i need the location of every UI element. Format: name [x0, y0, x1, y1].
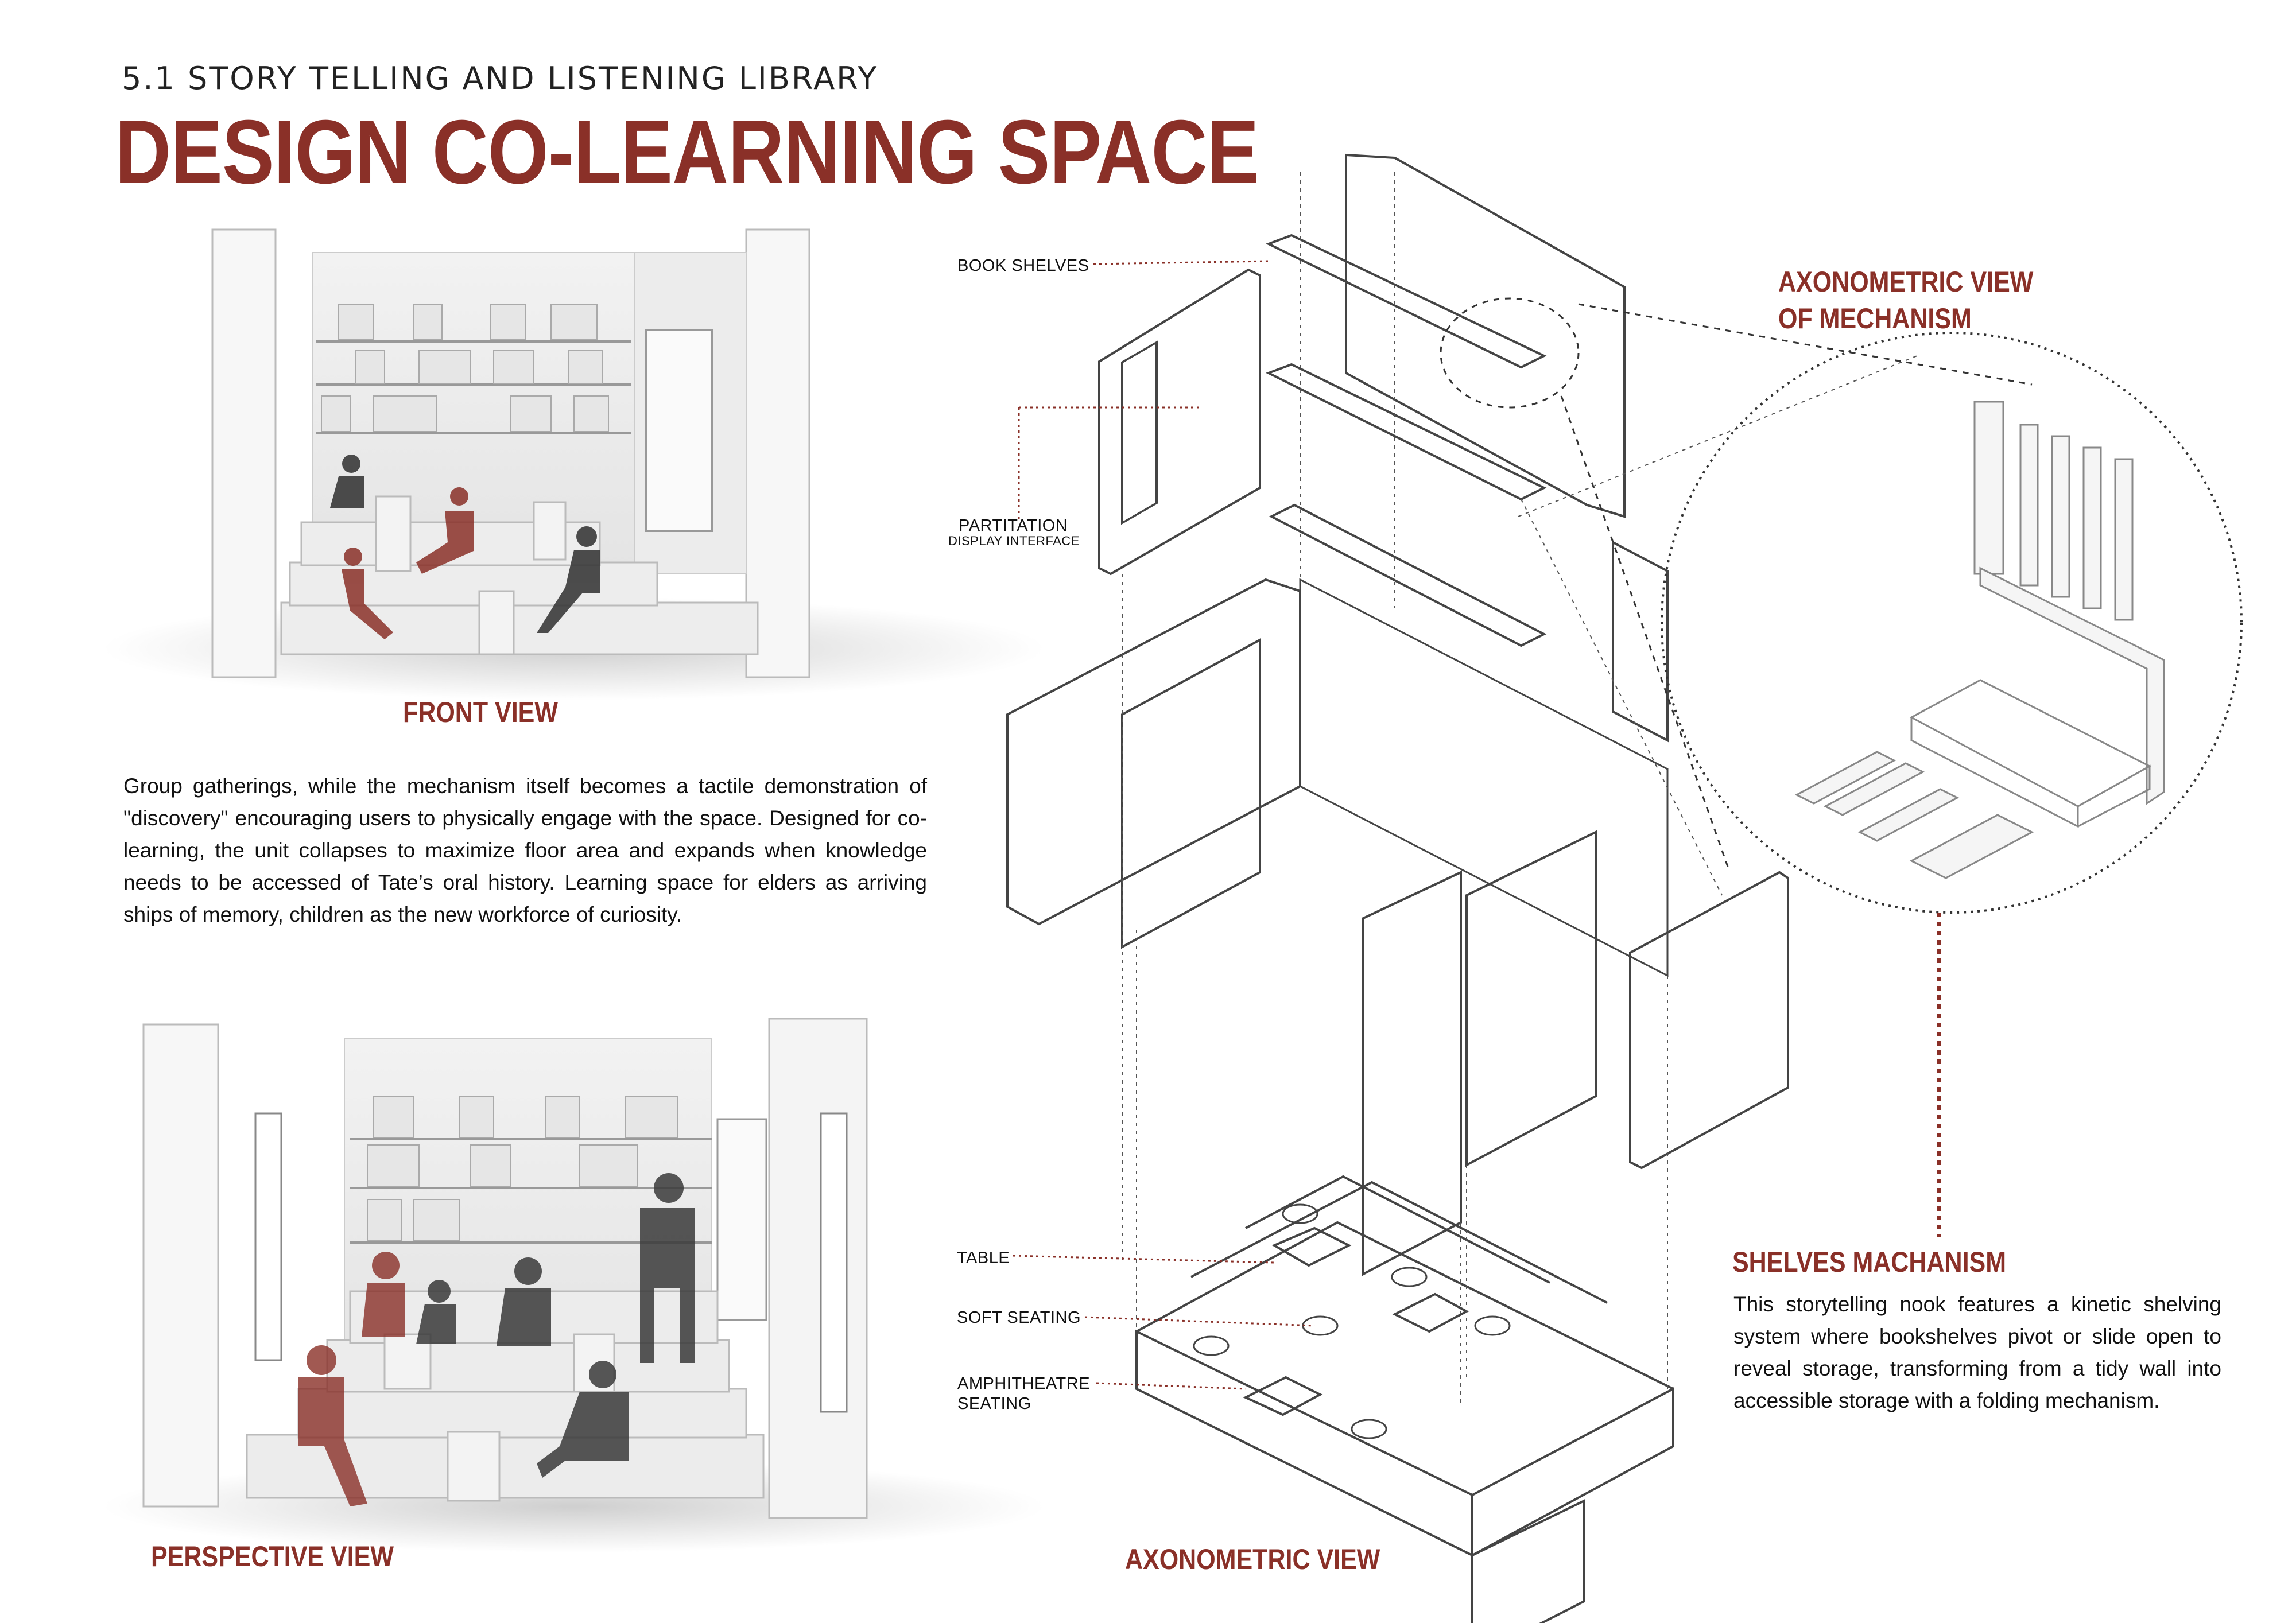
callout-amphitheatre: AMPHITHEATRE — [957, 1374, 1091, 1393]
front-view-label: FRONT VIEW — [403, 696, 558, 728]
callout-soft-seating: SOFT SEATING — [957, 1309, 1081, 1327]
callout-seating: SEATING — [957, 1395, 1031, 1413]
callout-table: TABLE — [957, 1249, 1010, 1267]
callout-partitation: PARTITATION — [959, 517, 1068, 535]
description-text: Group gatherings, while the mechanism it… — [123, 774, 927, 926]
perspective-view-label: PERSPECTIVE VIEW — [151, 1540, 394, 1572]
mechanism-view-label-line2: OF MECHANISM — [1778, 302, 1972, 335]
callout-display-interface: DISPLAY INTERFACE — [948, 534, 1080, 548]
shelves-mechanism-title: SHELVES MACHANISM — [1732, 1246, 2007, 1278]
axonometric-view-label: AXONOMETRIC VIEW — [1125, 1543, 1380, 1575]
shelves-mechanism-text: This storytelling nook features a kineti… — [1733, 1292, 2221, 1412]
callout-book-shelves: BOOK SHELVES — [957, 257, 1089, 275]
page-title: DESIGN CO-LEARNING SPACE — [115, 102, 1259, 203]
section-subtitle: 5.1 STORY TELLING AND LISTENING LIBRARY — [122, 60, 879, 96]
mechanism-view-label-line1: AXONOMETRIC VIEW — [1778, 266, 2034, 298]
